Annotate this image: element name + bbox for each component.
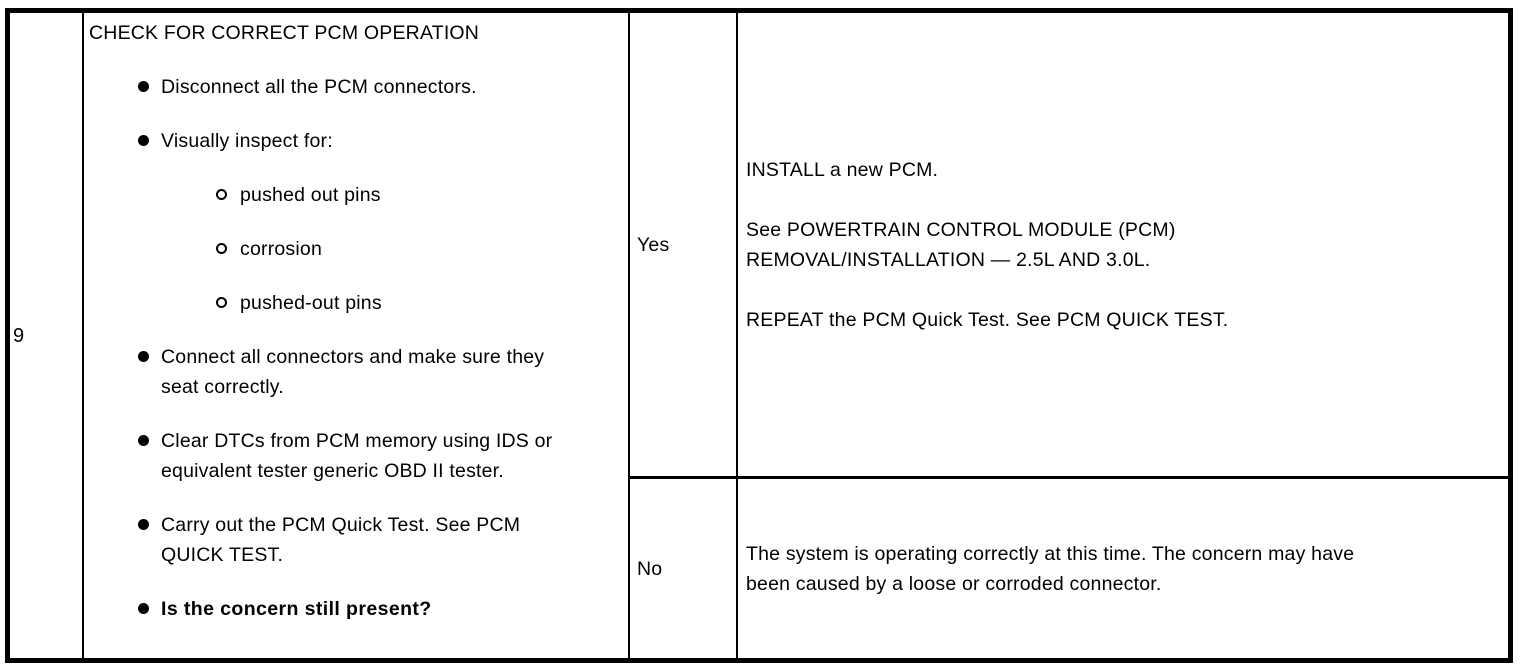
- hollow-bullet-icon: [216, 243, 227, 254]
- list-item: Visually inspect for:: [138, 126, 618, 156]
- list-item-text: Connect all connectors and make sure the…: [161, 346, 545, 398]
- filled-bullet-icon: [138, 603, 149, 614]
- hollow-bullet-icon: [216, 189, 227, 200]
- yes-answer-cell: Yes: [630, 13, 738, 479]
- procedure-title: CHECK FOR CORRECT PCM OPERATION: [89, 22, 480, 44]
- filled-bullet-icon: [138, 135, 149, 146]
- yes-label: Yes: [637, 233, 670, 256]
- list-item-text: Visually inspect for:: [161, 130, 333, 152]
- step-number: 9: [13, 324, 25, 347]
- filled-bullet-icon: [138, 81, 149, 92]
- yes-result-paragraph: See POWERTRAIN CONTROL MODULE (PCM) REMO…: [746, 218, 1176, 271]
- pinpoint-test-table: 9 CHECK FOR CORRECT PCM OPERATION Discon…: [5, 8, 1513, 663]
- no-result-cell: The system is operating correctly at thi…: [738, 479, 1508, 658]
- list-item: corrosion: [216, 234, 618, 264]
- list-item-text: corrosion: [240, 238, 322, 260]
- yes-result-paragraph: REPEAT the PCM Quick Test. See PCM QUICK…: [746, 308, 1229, 331]
- filled-bullet-icon: [138, 519, 149, 530]
- list-item-text: pushed out pins: [240, 184, 381, 206]
- no-result-paragraph: The system is operating correctly at thi…: [746, 542, 1355, 595]
- list-item: Carry out the PCM Quick Test. See PCM QU…: [138, 510, 618, 570]
- list-item-text: Disconnect all the PCM connectors.: [161, 76, 477, 98]
- list-item: pushed-out pins: [216, 288, 618, 318]
- yes-result-paragraph: INSTALL a new PCM.: [746, 158, 939, 181]
- list-item-text: Carry out the PCM Quick Test. See PCM QU…: [161, 514, 521, 566]
- procedure-cell: CHECK FOR CORRECT PCM OPERATION Disconne…: [84, 13, 630, 658]
- step-number-cell: 9: [10, 13, 84, 658]
- list-item: Connect all connectors and make sure the…: [138, 342, 618, 402]
- list-item: pushed out pins: [216, 180, 618, 210]
- yes-result-cell: INSTALL a new PCM. See POWERTRAIN CONTRO…: [738, 13, 1508, 479]
- list-item-text: pushed-out pins: [240, 292, 382, 314]
- no-answer-cell: No: [630, 479, 738, 658]
- no-label: No: [637, 557, 663, 580]
- hollow-bullet-icon: [216, 297, 227, 308]
- filled-bullet-icon: [138, 435, 149, 446]
- list-item: Clear DTCs from PCM memory using IDS or …: [138, 426, 618, 486]
- list-item-text: Clear DTCs from PCM memory using IDS or …: [161, 430, 553, 482]
- filled-bullet-icon: [138, 351, 149, 362]
- list-item: Disconnect all the PCM connectors.: [138, 72, 618, 102]
- list-item: Is the concern still present?: [138, 594, 618, 624]
- list-item-text: Is the concern still present?: [161, 598, 432, 620]
